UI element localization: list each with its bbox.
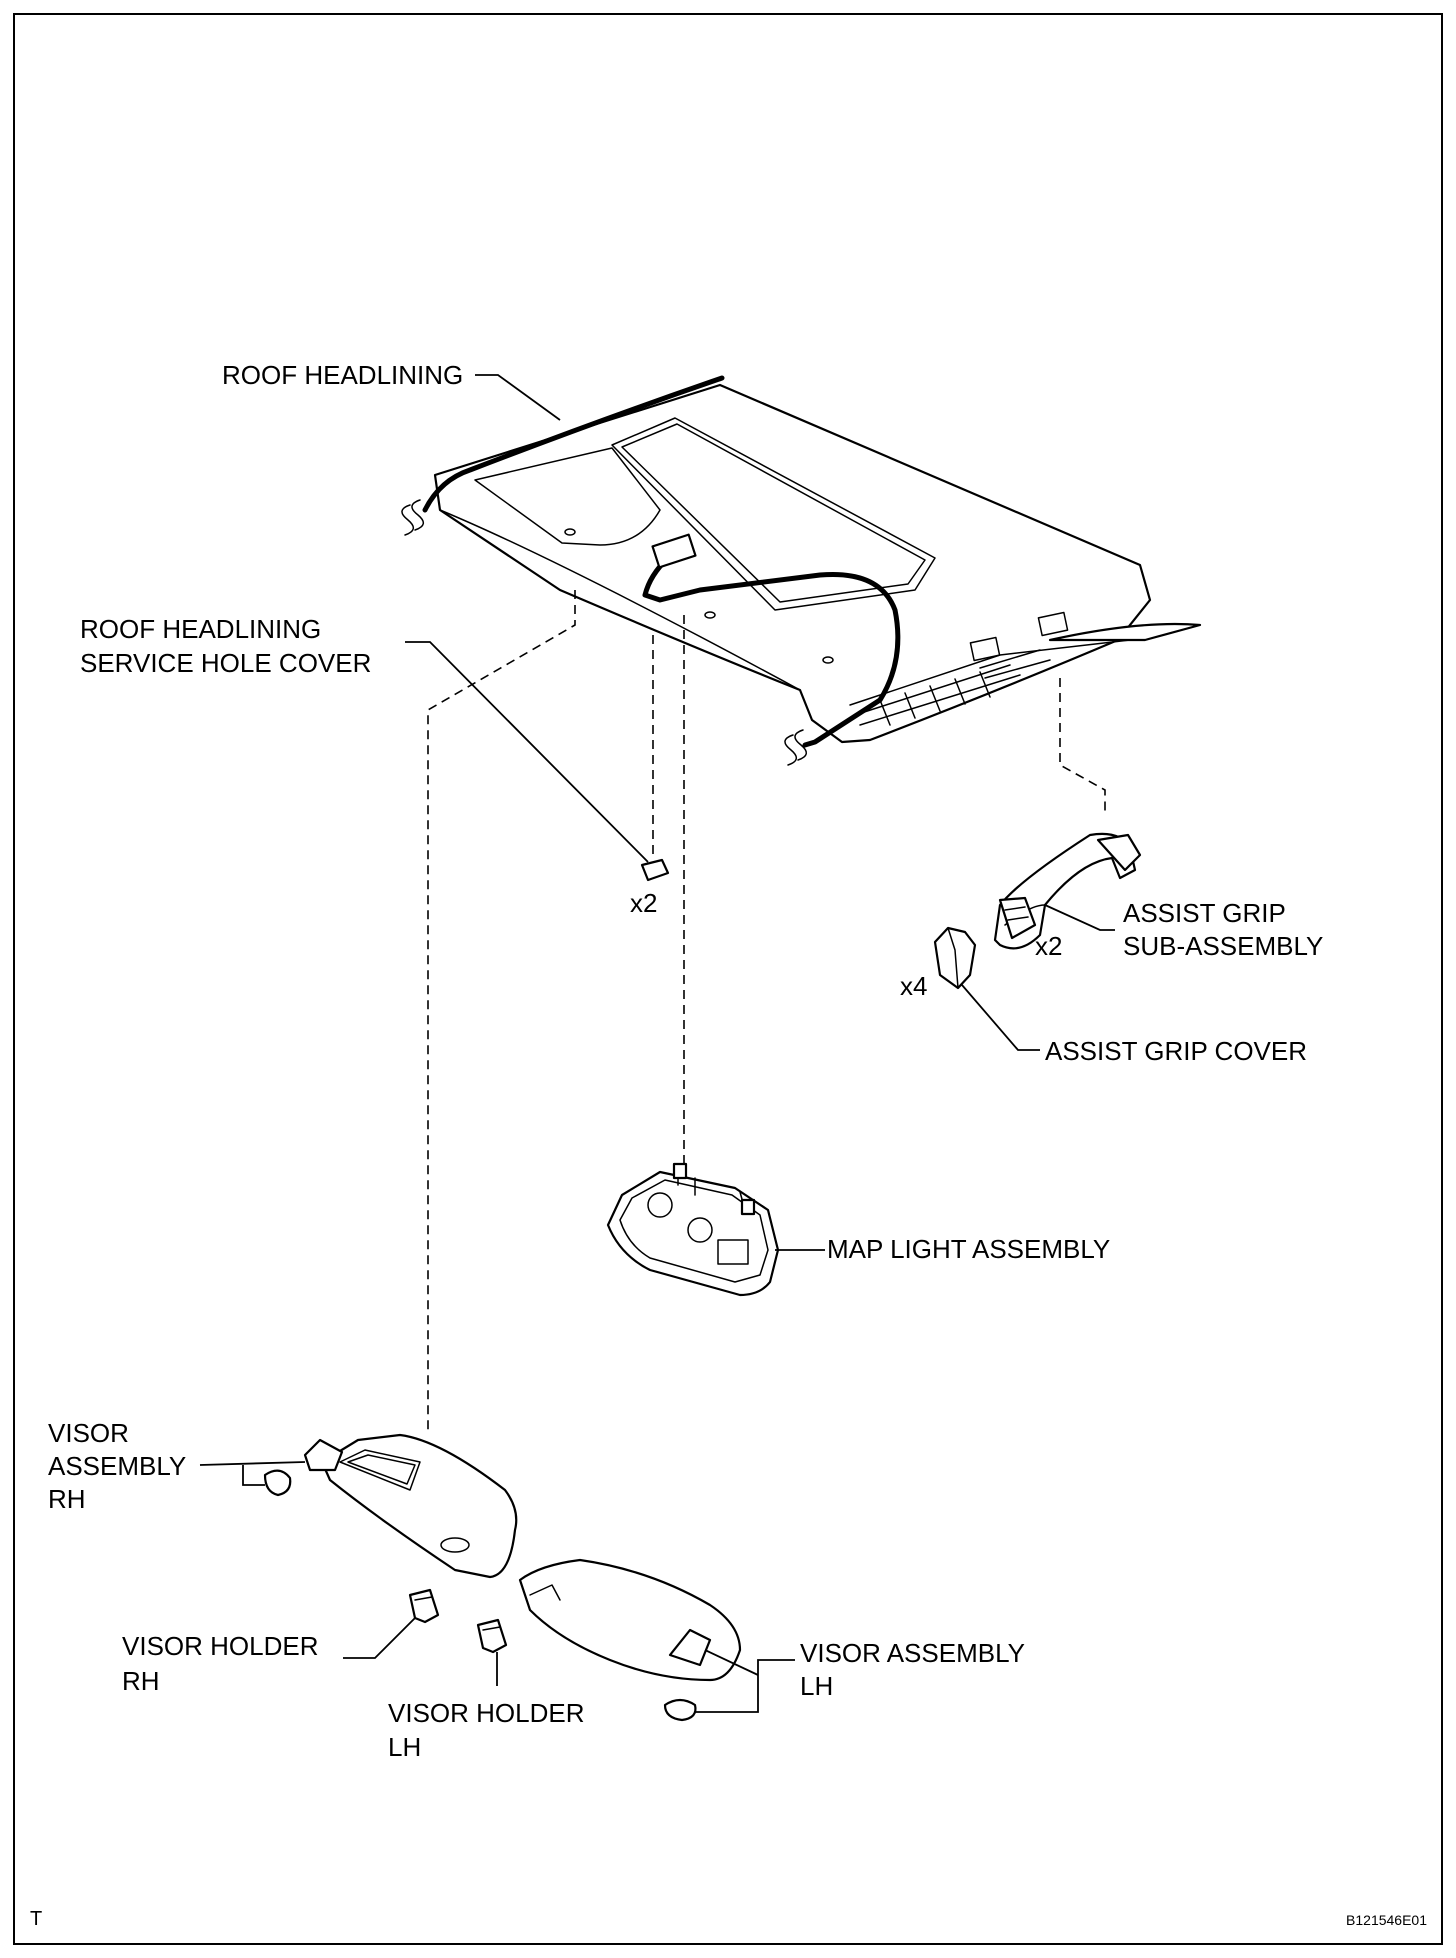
label-visor-rh-line3: RH <box>48 1484 86 1514</box>
label-assist-grip-cover: ASSIST GRIP COVER <box>1045 1036 1307 1066</box>
roof-headlining <box>401 375 1202 766</box>
visor-assembly-lh <box>518 1558 742 1722</box>
assist-grip-cover <box>933 926 977 990</box>
label-visor-rh-line1: VISOR <box>48 1418 129 1448</box>
label-map-light: MAP LIGHT ASSEMBLY <box>827 1234 1110 1264</box>
visor-assembly-rh <box>263 1433 518 1579</box>
labels: ROOF HEADLINING ROOF HEADLINING SERVICE … <box>48 360 1323 1762</box>
label-visor-lh-line2: LH <box>800 1671 833 1701</box>
label-assist-grip-line1: ASSIST GRIP <box>1123 898 1286 928</box>
label-visor-rh-line2: ASSEMBLY <box>48 1451 186 1481</box>
map-light-assembly <box>606 1162 780 1297</box>
label-assist-grip-qty: x2 <box>1035 931 1062 961</box>
page-frame <box>13 13 1443 1945</box>
figure-code: B121546E01 <box>1346 1912 1427 1928</box>
label-visor-holder-lh-line2: LH <box>388 1732 421 1762</box>
leader-lines <box>199 374 1115 1713</box>
corner-mark: T <box>30 1908 42 1930</box>
label-service-hole-cover-line2: SERVICE HOLE COVER <box>80 648 371 678</box>
alignment-lines <box>427 590 1106 1430</box>
label-assist-grip-cover-qty: x4 <box>900 971 927 1001</box>
label-visor-holder-rh-line2: RH <box>122 1666 160 1696</box>
assist-grip-sub-assembly <box>993 832 1142 950</box>
label-roof-headlining: ROOF HEADLINING <box>222 360 463 390</box>
service-hole-cover <box>640 858 670 882</box>
visor-holder-rh <box>408 1588 440 1624</box>
label-visor-holder-rh-line1: VISOR HOLDER <box>122 1631 319 1661</box>
label-visor-holder-lh-line1: VISOR HOLDER <box>388 1698 585 1728</box>
label-service-hole-cover-qty: x2 <box>630 888 657 918</box>
label-assist-grip-line2: SUB-ASSEMBLY <box>1123 931 1323 961</box>
label-service-hole-cover-line1: ROOF HEADLINING <box>80 614 321 644</box>
label-visor-lh-line1: VISOR ASSEMBLY <box>800 1638 1025 1668</box>
visor-holder-lh <box>476 1618 508 1654</box>
